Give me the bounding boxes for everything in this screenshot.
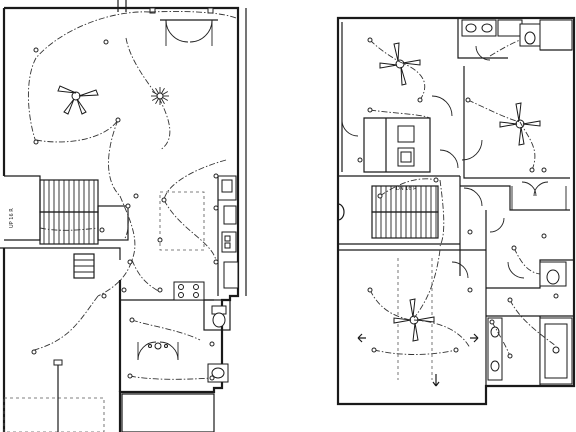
powder-room xyxy=(203,299,231,383)
receptacle-icon xyxy=(103,39,109,45)
hall-bath-fixtures xyxy=(487,261,573,385)
first-floor-staircase: UP 16 R xyxy=(9,179,129,279)
receptacle-icon xyxy=(125,203,131,209)
first-floor-plan: UP 16 R xyxy=(0,0,247,432)
receptacle-icon xyxy=(367,287,373,293)
receptacle-icon xyxy=(541,233,547,239)
receptacle-icon xyxy=(133,193,139,199)
stair-label-upper: DN 16 R xyxy=(396,186,417,192)
receptacle-icon xyxy=(467,287,473,293)
master-bath-fixtures xyxy=(461,19,573,51)
switch-box-icon xyxy=(207,7,214,14)
kitchen-counter xyxy=(217,175,239,296)
receptacle-icon xyxy=(417,97,423,103)
receptacle-icon xyxy=(377,193,383,199)
receptacle-icon xyxy=(157,287,163,293)
ceiling-fan-icon xyxy=(379,42,421,86)
receptacle-icon xyxy=(99,227,105,233)
receptacle-icon xyxy=(371,347,377,353)
receptacle-icon xyxy=(121,287,127,293)
receptacle-icon xyxy=(31,349,37,355)
exterior-light-icon xyxy=(53,359,63,366)
receptacle-icon xyxy=(467,229,473,235)
receptacle-icon xyxy=(465,97,471,103)
second-floor-staircase: DN 16 R xyxy=(371,185,439,239)
lower-double-door xyxy=(137,341,179,361)
stair-label: UP 16 R xyxy=(9,208,15,228)
receptacle-icon xyxy=(213,205,219,211)
receptacle-icon xyxy=(507,353,513,359)
receptacle-icon xyxy=(115,117,121,123)
chandelier-icon xyxy=(151,87,169,105)
receptacle-icon xyxy=(489,319,495,325)
receptacle-icon xyxy=(511,245,517,251)
receptacle-icon xyxy=(213,259,219,265)
receptacle-icon xyxy=(33,47,39,53)
ceiling-fan-icon xyxy=(499,102,541,146)
receptacle-icon xyxy=(101,293,107,299)
switch-box-icon xyxy=(149,7,156,14)
receptacle-icon xyxy=(367,37,373,43)
ceiling-fan-icon xyxy=(57,85,99,115)
receptacle-icon xyxy=(213,173,219,179)
receptacle-icon xyxy=(529,167,535,173)
receptacle-icon xyxy=(127,373,133,379)
receptacle-icon xyxy=(209,341,215,347)
kitchen-island xyxy=(159,191,205,251)
receptacle-icon xyxy=(541,167,547,173)
patio-outline xyxy=(3,397,105,432)
receptacle-icon xyxy=(129,317,135,323)
ceiling-fan-icon xyxy=(148,342,168,350)
receptacle-icon xyxy=(357,157,363,163)
second-floor-plan: DN 16 R xyxy=(336,16,576,406)
receptacle-icon xyxy=(433,177,439,183)
receptacle-icon xyxy=(367,107,373,113)
receptacle-icon xyxy=(553,293,559,299)
receptacle-icon xyxy=(453,347,459,353)
receptacle-icon xyxy=(209,375,215,381)
receptacle-icon xyxy=(161,197,167,203)
receptacle-icon xyxy=(507,297,513,303)
front-double-door xyxy=(160,19,218,46)
receptacle-icon xyxy=(127,259,133,265)
stove xyxy=(173,281,205,301)
receptacle-icon xyxy=(33,139,39,145)
receptacle-icon xyxy=(157,237,163,243)
